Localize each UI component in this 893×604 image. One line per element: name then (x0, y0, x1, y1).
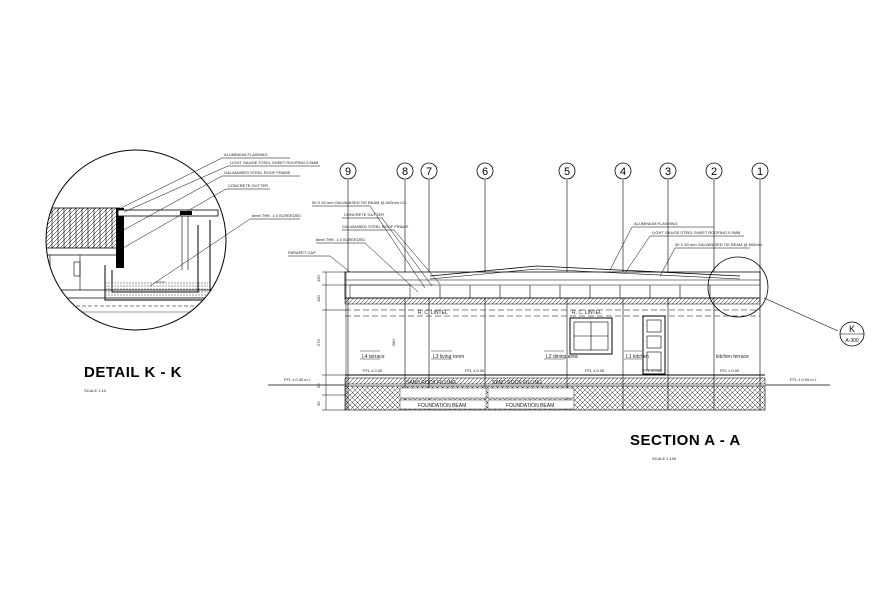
section-title: SECTION A - A (630, 432, 741, 449)
section-aa: 9 8 7 6 5 4 3 2 1 FFL ± 0.00 m.l. FFL ± 0.00 m.l… (268, 162, 865, 411)
grid-label: 8 (402, 166, 408, 178)
svg-text:CONCRETE GUTTER: CONCRETE GUTTER (228, 183, 268, 188)
grid-label: 5 (564, 166, 570, 178)
detail-title: DETAIL K - K (84, 364, 182, 381)
svg-text:GALVANISED STEEL ROOF FRAME: GALVANISED STEEL ROOF FRAME (342, 224, 409, 229)
svg-text:50: 50 (316, 383, 321, 388)
callout-letter: K (849, 324, 855, 334)
door (642, 315, 666, 375)
svg-text:FFL ± 0.00: FFL ± 0.00 (720, 368, 740, 373)
foundation-label-1: FOUNDATION BEAM (418, 403, 466, 409)
grid-label: 7 (426, 166, 432, 178)
svg-text:FFL ± 0.00: FFL ± 0.00 (363, 368, 383, 373)
detail-kk: ALUMINIUM FLASHING LIGHT GAUGE STEEL SHE… (45, 149, 320, 331)
svg-text:FFL ± 0.00 m.l.: FFL ± 0.00 m.l. (790, 377, 817, 382)
svg-text:FFL ± 0.00: FFL ± 0.00 (585, 368, 605, 373)
svg-text:50 X 50 mm GALVANISED TIE BEAM: 50 X 50 mm GALVANISED TIE BEAM @ 600mm (675, 242, 763, 247)
grid-bubble (751, 162, 769, 180)
grid-bubble (558, 162, 576, 180)
svg-text:280: 280 (391, 339, 396, 346)
svg-text:GALVANISED STEEL ROOF FRAME: GALVANISED STEEL ROOF FRAME (224, 170, 291, 175)
lintel-label-left: R. C. LINTEL (418, 310, 448, 316)
room-label: L2 dining area (546, 354, 578, 360)
grid-bubble (420, 162, 438, 180)
grid-bubble (659, 162, 677, 180)
svg-text:270: 270 (316, 339, 321, 346)
sand-fill-label-1: SAND ROCK FILLING (406, 380, 456, 386)
grid-label: 1 (757, 166, 763, 178)
grid-label: 9 (345, 166, 351, 178)
section-scale: SCALE 1:100 (652, 456, 677, 461)
svg-text:CONCRETE GUTTER: CONCRETE GUTTER (344, 212, 384, 217)
detail-scale: SCALE 1:10 (84, 388, 107, 393)
svg-text:150: 150 (316, 275, 321, 282)
svg-text:100: 100 (316, 295, 321, 302)
grid-label: 3 (665, 166, 671, 178)
svg-text:FFL ± 0.00 m.l.: FFL ± 0.00 m.l. (284, 377, 311, 382)
grid-label: 6 (482, 166, 488, 178)
room-label: L4 terrace (362, 354, 385, 360)
window (569, 317, 613, 355)
svg-text:FFL ± 0.00: FFL ± 0.00 (465, 368, 485, 373)
room-label: kitchen terrace (716, 354, 749, 360)
grid-bubble (614, 162, 632, 180)
room-labels: L4 terrace L3 living room L2 dining area… (360, 350, 749, 373)
grid-bubble (476, 162, 494, 180)
grid-bubble (396, 162, 414, 180)
svg-text:FFL ± 0.00: FFL ± 0.00 (643, 368, 663, 373)
svg-text:50 X 50 mm GALVANISED TIE BEAM: 50 X 50 mm GALVANISED TIE BEAM @ 600mm C… (312, 200, 407, 205)
svg-text:LIGHT GAUGE STEEL SHEET ROOFIN: LIGHT GAUGE STEEL SHEET ROOFING 0.5MM (230, 160, 318, 165)
grid-label: 4 (620, 166, 626, 178)
callout-sheet: A-300 (845, 338, 859, 344)
room-label: L1 kitchen (626, 354, 649, 360)
grid-lines: 9 8 7 6 5 4 3 2 1 (339, 162, 769, 410)
foundation-label-2: FOUNDATION BEAM (506, 403, 554, 409)
room-label: L3 living room (433, 354, 464, 360)
sand-fill-label-2: SAND ROCK FILLING (492, 380, 542, 386)
svg-text:ALUMINIUM FLASHING: ALUMINIUM FLASHING (224, 152, 268, 157)
svg-text:6mm THK. 1:3 SCREEDED: 6mm THK. 1:3 SCREEDED (252, 213, 301, 218)
svg-text:30: 30 (316, 401, 321, 406)
lintel-label-right: R. C. LINTEL (572, 310, 602, 316)
svg-text:LIGHT GAUGE STEEL SHEET ROOFIN: LIGHT GAUGE STEEL SHEET ROOFING 0.5MM (652, 230, 740, 235)
svg-text:ALUMINIUM FLASHING: ALUMINIUM FLASHING (634, 221, 678, 226)
svg-text:PARAPET CAP: PARAPET CAP (288, 250, 316, 255)
svg-text:8mm THK. 1:3 SCREEDED: 8mm THK. 1:3 SCREEDED (316, 237, 365, 242)
grid-bubble (705, 162, 723, 180)
grid-bubble (339, 162, 357, 180)
detail-callout: K A-300 (839, 321, 865, 347)
grid-label: 2 (711, 166, 717, 178)
